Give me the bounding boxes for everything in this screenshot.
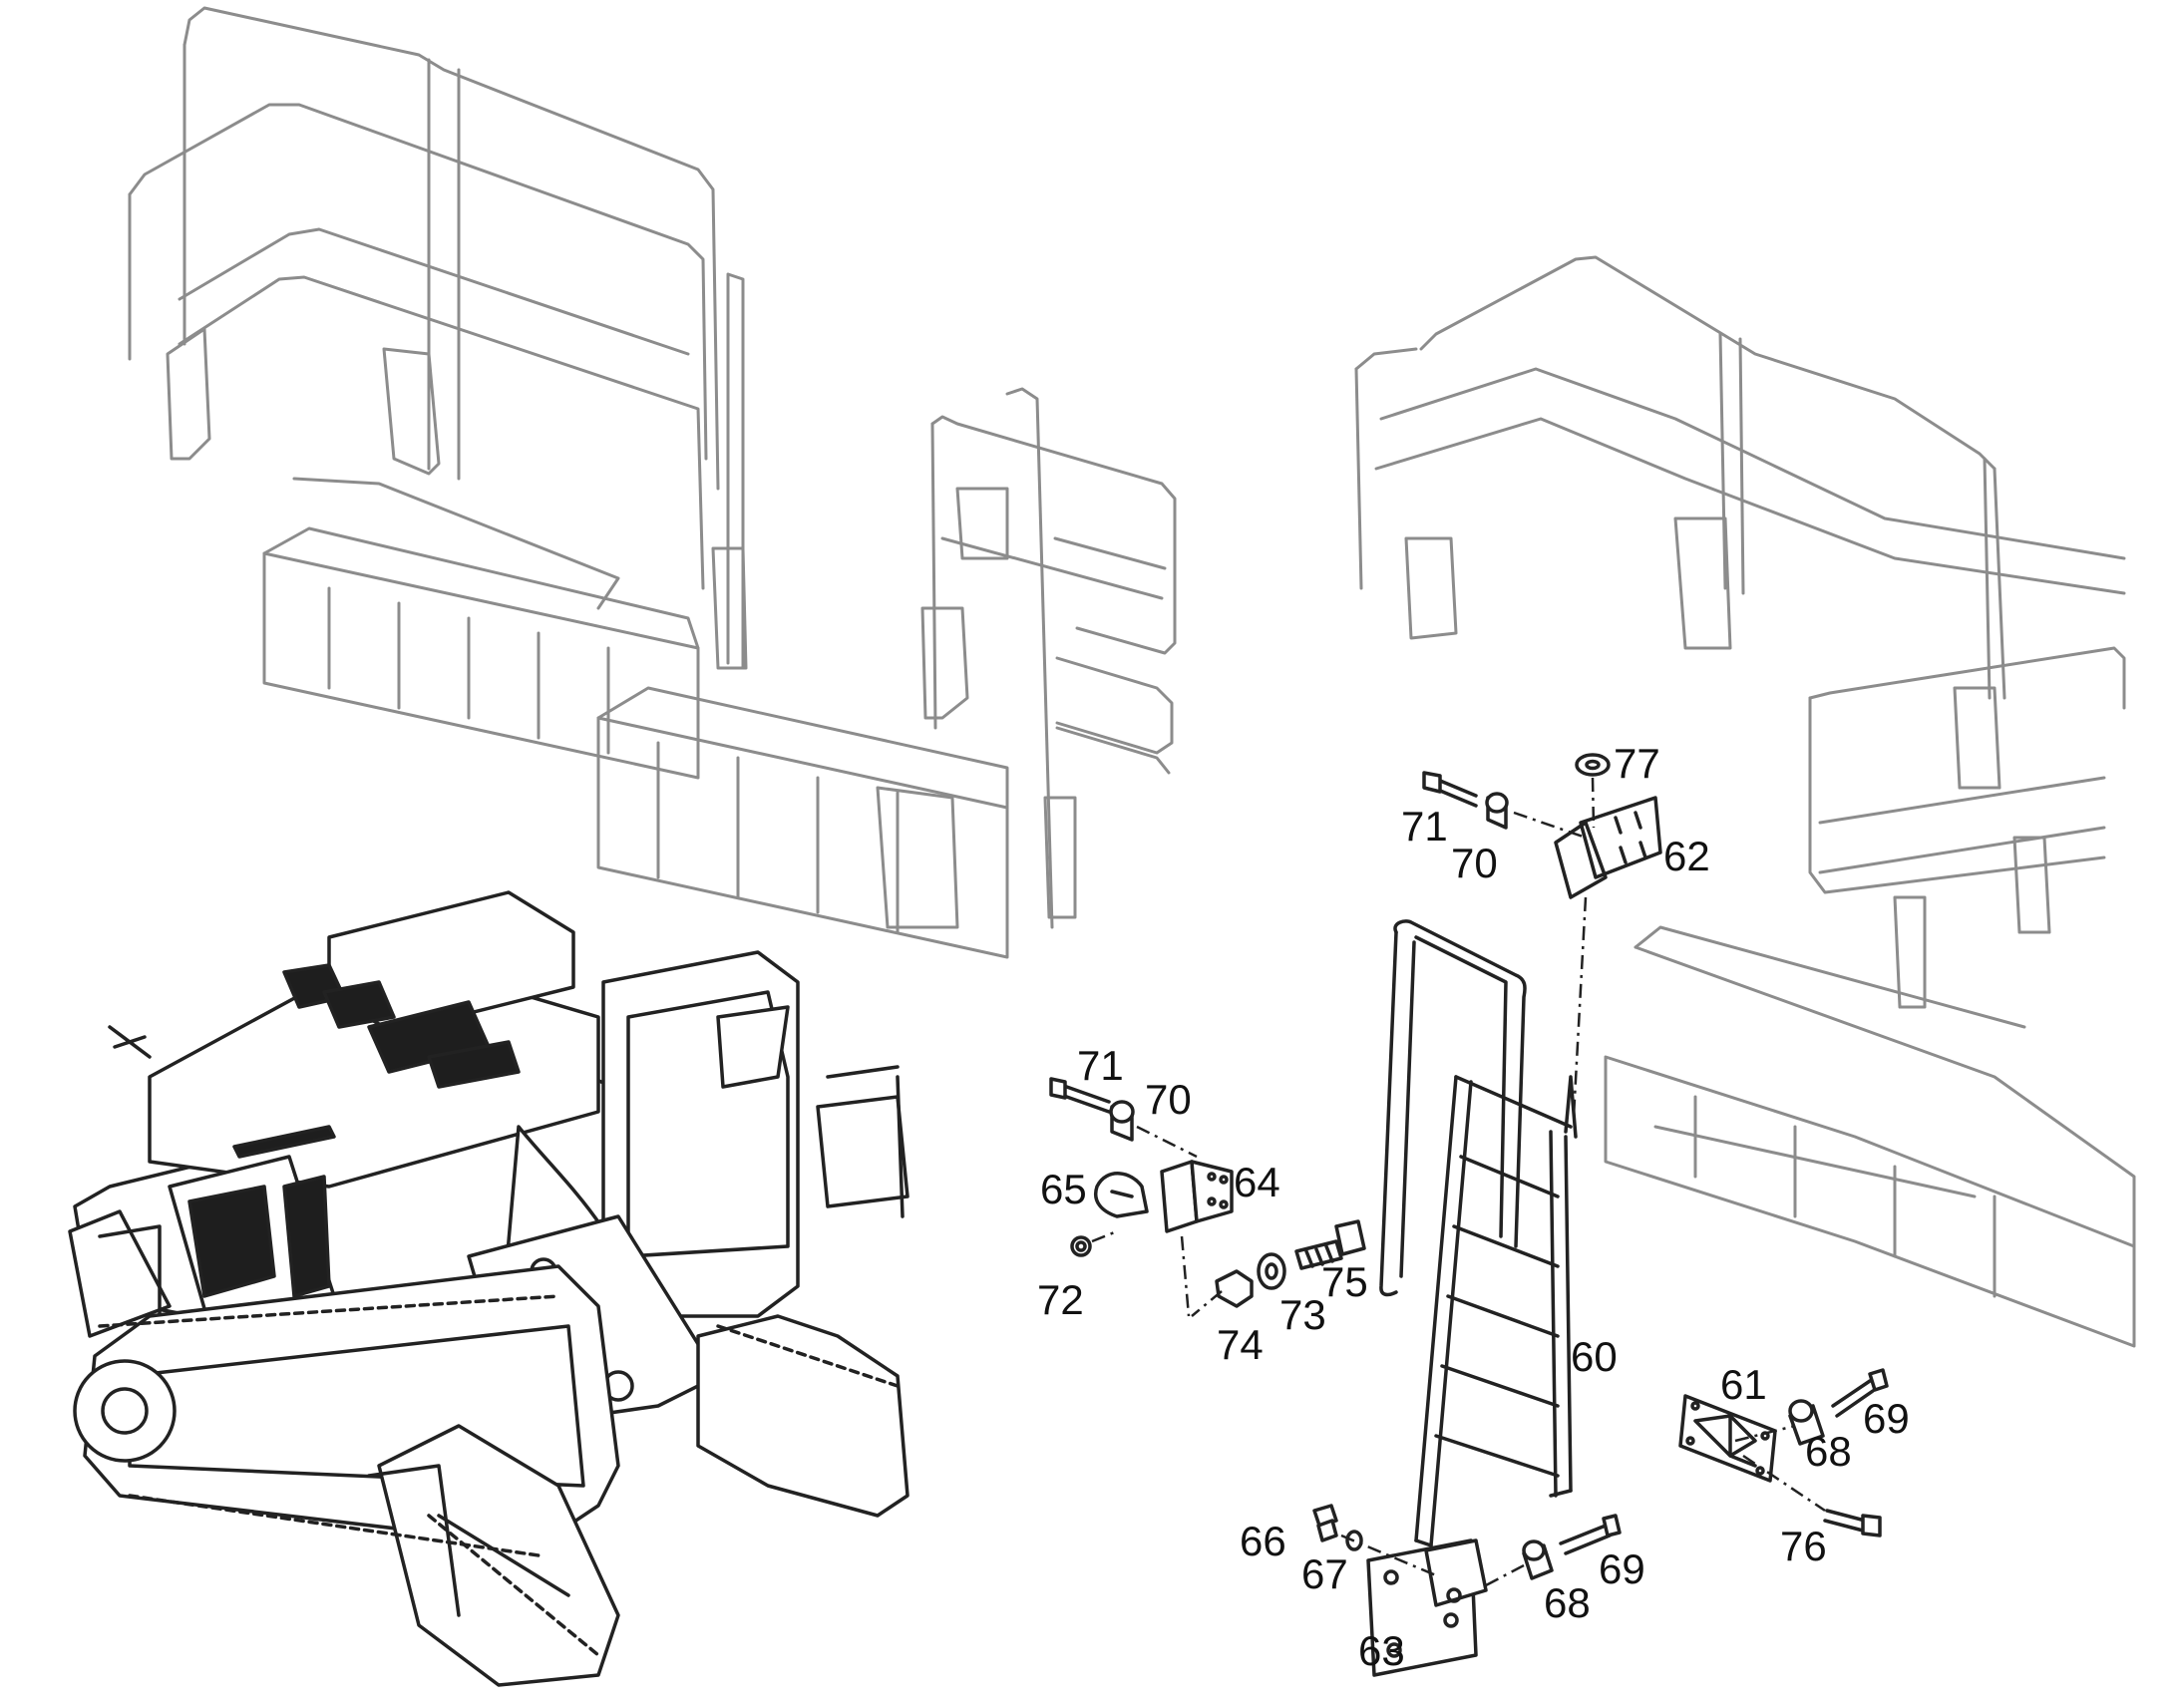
callout-66: 66 <box>1240 1518 1286 1564</box>
railing-assembly-middle <box>920 387 1177 929</box>
callout-70-upper: 70 <box>1451 840 1498 886</box>
callout-68-right: 68 <box>1805 1428 1852 1475</box>
callout-60: 60 <box>1571 1333 1618 1380</box>
callout-72: 72 <box>1037 1276 1084 1323</box>
excavator-illustration <box>68 890 909 1687</box>
callout-69-right: 69 <box>1863 1395 1910 1442</box>
callout-77: 77 <box>1614 740 1660 787</box>
callout-71-lower: 71 <box>1077 1042 1124 1089</box>
callout-74: 74 <box>1217 1321 1264 1368</box>
ladder <box>1379 919 1578 1547</box>
callout-61: 61 <box>1720 1361 1767 1408</box>
railing-assembly-left <box>128 6 1009 959</box>
callout-labels: 77 71 70 62 71 70 65 64 72 75 73 74 60 6… <box>1037 740 1910 1674</box>
callout-73: 73 <box>1279 1291 1326 1338</box>
callout-75: 75 <box>1321 1258 1368 1305</box>
callout-71-upper: 71 <box>1401 803 1448 850</box>
hardware-parts <box>1049 753 1889 1677</box>
callout-67: 67 <box>1301 1550 1348 1597</box>
railing-assembly-right <box>1354 255 2136 1348</box>
callout-70-lower: 70 <box>1145 1076 1192 1123</box>
callout-63: 63 <box>1358 1627 1405 1674</box>
callout-69-lower: 69 <box>1599 1545 1645 1592</box>
callout-68-lower: 68 <box>1544 1579 1591 1626</box>
callout-76: 76 <box>1780 1523 1827 1569</box>
callout-62: 62 <box>1663 833 1710 879</box>
callout-65: 65 <box>1040 1166 1087 1212</box>
callout-64: 64 <box>1234 1159 1280 1205</box>
